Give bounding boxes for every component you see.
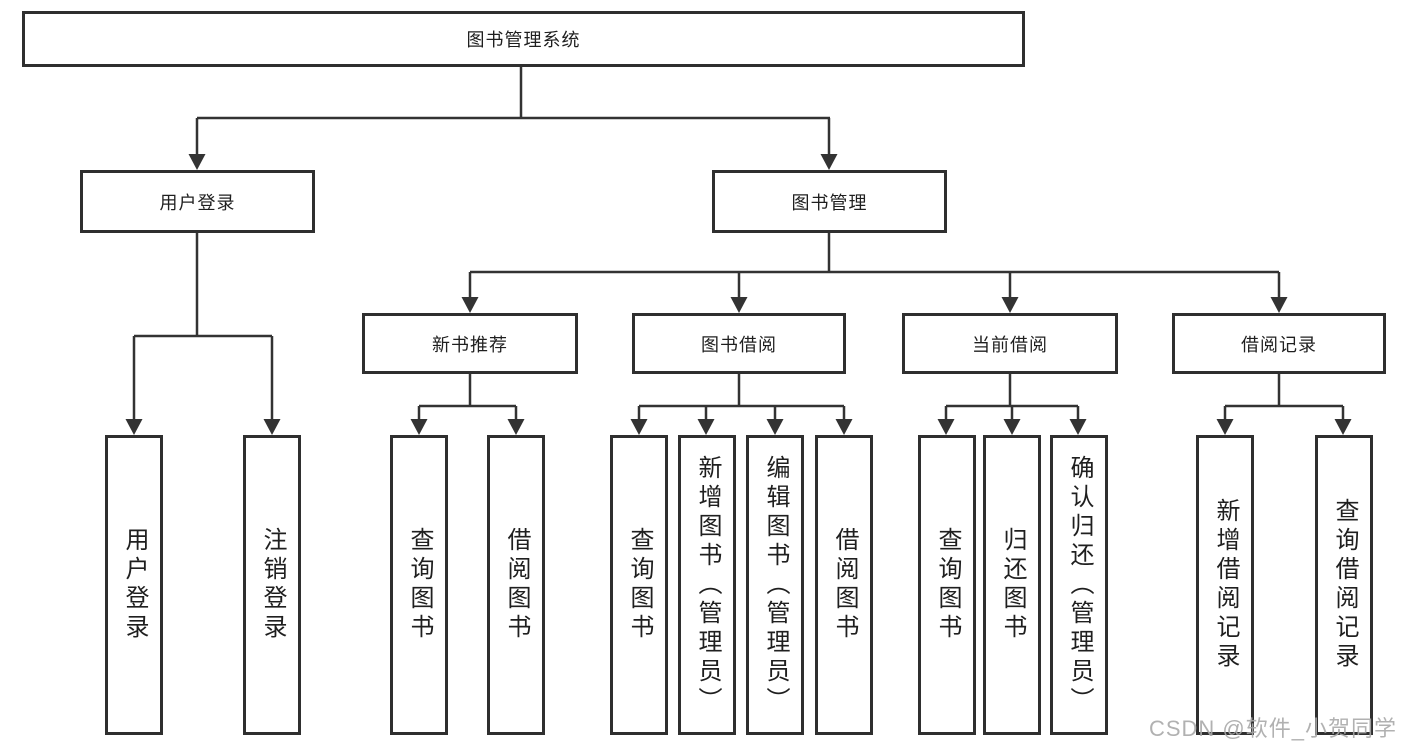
leaf-user-login: 用户登录 bbox=[105, 435, 163, 735]
node-book-management: 图书管理 bbox=[712, 170, 947, 233]
leaf-add-book-admin: 新增图书（管理员） bbox=[678, 435, 736, 735]
node-label: 编辑图书（管理员） bbox=[762, 454, 789, 716]
node-current-borrow: 当前借阅 bbox=[902, 313, 1118, 374]
node-label: 新增图书（管理员） bbox=[694, 454, 721, 716]
node-borrow-records: 借阅记录 bbox=[1172, 313, 1386, 374]
node-label: 确认归还（管理员） bbox=[1066, 454, 1093, 716]
node-label: 查询图书 bbox=[406, 527, 433, 643]
leaf-confirm-return-admin: 确认归还（管理员） bbox=[1050, 435, 1108, 735]
node-label: 新增借阅记录 bbox=[1212, 498, 1239, 672]
leaf-add-borrow-record: 新增借阅记录 bbox=[1196, 435, 1254, 735]
node-label: 查询借阅记录 bbox=[1331, 498, 1358, 672]
node-label: 当前借阅 bbox=[972, 334, 1048, 355]
node-user-login: 用户登录 bbox=[80, 170, 315, 233]
leaf-query-books-borrow: 查询图书 bbox=[610, 435, 668, 735]
node-label: 图书管理系统 bbox=[466, 30, 581, 50]
node-book-borrow: 图书借阅 bbox=[632, 313, 846, 374]
node-label: 用户登录 bbox=[159, 192, 236, 213]
leaf-borrow-books-recommend: 借阅图书 bbox=[487, 435, 545, 735]
leaf-query-books-recommend: 查询图书 bbox=[390, 435, 448, 735]
leaf-return-books: 归还图书 bbox=[983, 435, 1041, 735]
leaf-query-borrow-record: 查询借阅记录 bbox=[1315, 435, 1373, 735]
leaf-edit-book-admin: 编辑图书（管理员） bbox=[746, 435, 804, 735]
node-label: 借阅图书 bbox=[831, 527, 858, 643]
node-label: 图书借阅 bbox=[701, 334, 777, 355]
node-label: 借阅记录 bbox=[1241, 334, 1317, 355]
node-label: 查询图书 bbox=[626, 527, 653, 643]
leaf-query-books-current: 查询图书 bbox=[918, 435, 976, 735]
node-label: 查询图书 bbox=[934, 527, 961, 643]
csdn-watermark: CSDN @软件_小贺同学 bbox=[1148, 716, 1397, 741]
leaf-borrow-books: 借阅图书 bbox=[815, 435, 873, 735]
node-label: 用户登录 bbox=[121, 527, 148, 643]
node-root-library-system: 图书管理系统 bbox=[22, 11, 1025, 67]
node-label: 借阅图书 bbox=[503, 527, 530, 643]
node-label: 注销登录 bbox=[259, 527, 286, 643]
leaf-logout: 注销登录 bbox=[243, 435, 301, 735]
node-new-book-recommend: 新书推荐 bbox=[362, 313, 578, 374]
node-label: 新书推荐 bbox=[432, 334, 508, 355]
node-label: 归还图书 bbox=[999, 527, 1026, 643]
node-label: 图书管理 bbox=[791, 192, 868, 213]
